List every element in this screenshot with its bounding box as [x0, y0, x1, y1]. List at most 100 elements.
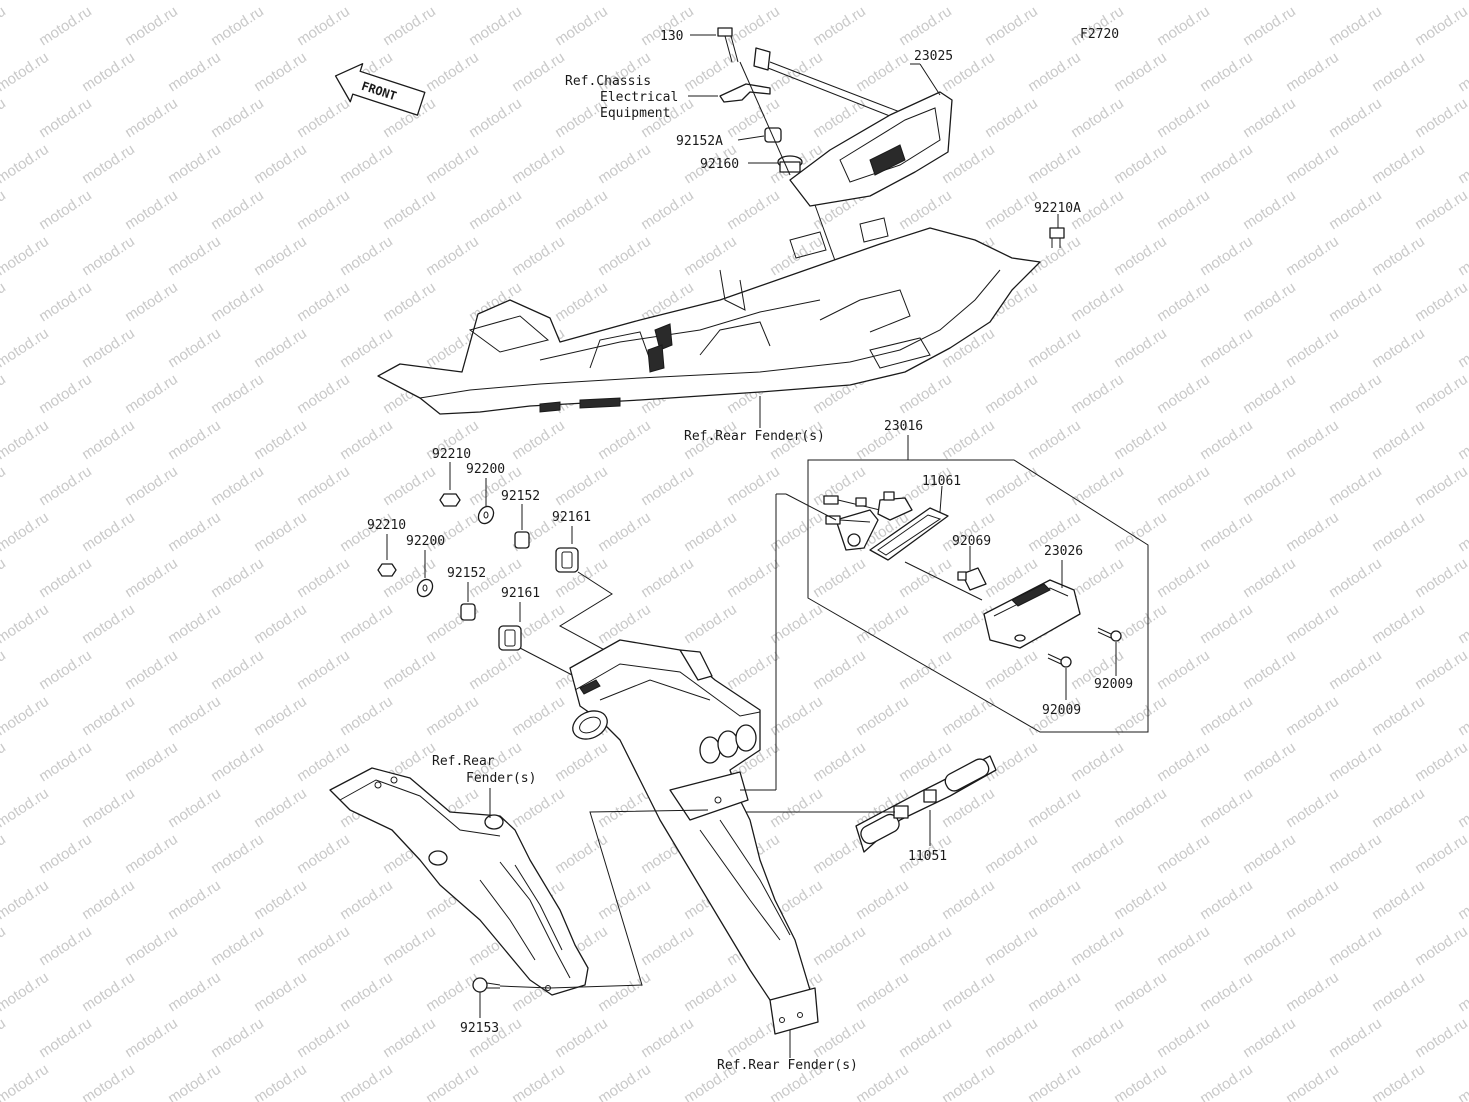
watermark-text: motod.ru	[337, 693, 396, 740]
watermark-text: motod.ru	[1025, 325, 1084, 372]
watermark-text: motod.ru	[1240, 1015, 1299, 1062]
watermark-text: motod.ru	[79, 509, 138, 556]
watermark-text: motod.ru	[1455, 693, 1469, 740]
label-ref-chassis-1: Ref.Chassis	[565, 74, 651, 89]
watermark-text: motod.ru	[0, 0, 52, 3]
watermark-text: motod.ru	[1025, 1061, 1084, 1102]
watermark-text: motod.ru	[423, 693, 482, 740]
watermark-text: motod.ru	[122, 923, 181, 970]
watermark-text: motod.ru	[1154, 371, 1213, 418]
watermark-text: motod.ru	[1240, 555, 1299, 602]
watermark-text: motod.ru	[79, 0, 138, 3]
watermark-text: motod.ru	[36, 187, 95, 234]
watermark-text: motod.ru	[1154, 1015, 1213, 1062]
watermark-text: motod.ru	[810, 739, 869, 786]
watermark-text: motod.ru	[122, 831, 181, 878]
watermark-text: motod.ru	[1068, 555, 1127, 602]
watermark-text: motod.ru	[466, 95, 525, 142]
watermark-text: motod.ru	[1068, 279, 1127, 326]
watermark-text: motod.ru	[423, 969, 482, 1016]
watermark-text: motod.ru	[1068, 371, 1127, 418]
screw-92009-a-icon	[1097, 627, 1122, 642]
watermark-text: motod.ru	[1197, 49, 1256, 96]
socket-harness-icon	[823, 491, 913, 551]
watermark-text: motod.ru	[1197, 141, 1256, 188]
watermark-text: motod.ru	[36, 923, 95, 970]
watermark-text: motod.ru	[251, 0, 310, 3]
watermark-text: motod.ru	[939, 1061, 998, 1102]
watermark-text: motod.ru	[681, 601, 740, 648]
watermark-text: motod.ru	[1197, 417, 1256, 464]
watermark-text: motod.ru	[1111, 785, 1170, 832]
watermark-text: motod.ru	[1197, 1061, 1256, 1102]
watermark-text: motod.ru	[810, 647, 869, 694]
watermark-text: motod.ru	[165, 141, 224, 188]
watermark-text: motod.ru	[36, 555, 95, 602]
watermark-text: motod.ru	[896, 187, 955, 234]
watermark-text: motod.ru	[1326, 3, 1385, 50]
watermark-text: motod.ru	[208, 831, 267, 878]
watermark-text: motod.ru	[1412, 923, 1469, 970]
watermark-text: motod.ru	[1154, 463, 1213, 510]
watermark-text: motod.ru	[1412, 371, 1469, 418]
watermark-text: motod.ru	[982, 187, 1041, 234]
watermark-text: motod.ru	[0, 187, 9, 234]
watermark-text: motod.ru	[896, 371, 955, 418]
watermark-text: motod.ru	[853, 601, 912, 648]
watermark-text: motod.ru	[423, 49, 482, 96]
watermark-text: motod.ru	[251, 509, 310, 556]
label-92161-a: 92161	[552, 510, 591, 525]
watermark-text: motod.ru	[1068, 1015, 1127, 1062]
watermark-text: motod.ru	[982, 1015, 1041, 1062]
watermark-text: motod.ru	[1455, 49, 1469, 96]
watermark-text: motod.ru	[380, 463, 439, 510]
washer-92200-b-icon	[416, 578, 434, 598]
watermark-text: motod.ru	[1025, 877, 1084, 924]
watermark-text: motod.ru	[36, 463, 95, 510]
figure-code: F2720	[1080, 27, 1119, 42]
watermark-text: motod.ru	[0, 417, 52, 464]
watermark-text: motod.ru	[724, 187, 783, 234]
watermark-text: motod.ru	[1412, 647, 1469, 694]
watermark-text: motod.ru	[1326, 555, 1385, 602]
watermark-text: motod.ru	[552, 279, 611, 326]
watermark-text: motod.ru	[1455, 417, 1469, 464]
grommet-92161-a-icon	[555, 547, 579, 573]
watermark-text: motod.ru	[1111, 49, 1170, 96]
watermark-text: motod.ru	[337, 233, 396, 280]
label-92200-a: 92200	[466, 462, 505, 477]
watermark-text: motod.ru	[294, 463, 353, 510]
watermark-text: motod.ru	[0, 279, 9, 326]
watermark-text: motod.ru	[1111, 509, 1170, 556]
watermark-text: motod.ru	[36, 831, 95, 878]
front-arrow-icon: FRONT	[334, 63, 426, 116]
watermark-text: motod.ru	[36, 647, 95, 694]
watermark-text: motod.ru	[896, 1015, 955, 1062]
collar-92152-b-icon	[460, 603, 476, 621]
watermark-text: motod.ru	[1154, 187, 1213, 234]
watermark-text: motod.ru	[0, 1061, 52, 1102]
watermark-text: motod.ru	[595, 785, 654, 832]
watermark-text: motod.ru	[1240, 647, 1299, 694]
watermark-text: motod.ru	[36, 371, 95, 418]
watermark-text: motod.ru	[1283, 141, 1342, 188]
watermark-text: motod.ru	[1068, 95, 1127, 142]
watermark-text: motod.ru	[1283, 325, 1342, 372]
watermark-text: motod.ru	[1283, 693, 1342, 740]
watermark-text: motod.ru	[681, 49, 740, 96]
watermark-text: motod.ru	[1197, 969, 1256, 1016]
watermark-text: motod.ru	[251, 601, 310, 648]
watermark-text: motod.ru	[681, 509, 740, 556]
watermark-text: motod.ru	[122, 95, 181, 142]
watermark-text: motod.ru	[1369, 49, 1428, 96]
watermark-text: motod.ru	[1154, 95, 1213, 142]
watermark-text: motod.ru	[939, 877, 998, 924]
watermark-text: motod.ru	[1455, 233, 1469, 280]
label-92161-b: 92161	[501, 586, 540, 601]
watermark-text: motod.ru	[939, 969, 998, 1016]
watermark-text: motod.ru	[724, 555, 783, 602]
watermark-text: motod.ru	[122, 3, 181, 50]
watermark-text: motod.ru	[380, 279, 439, 326]
watermark-text: motod.ru	[1369, 969, 1428, 1016]
watermark-text: motod.ru	[853, 49, 912, 96]
